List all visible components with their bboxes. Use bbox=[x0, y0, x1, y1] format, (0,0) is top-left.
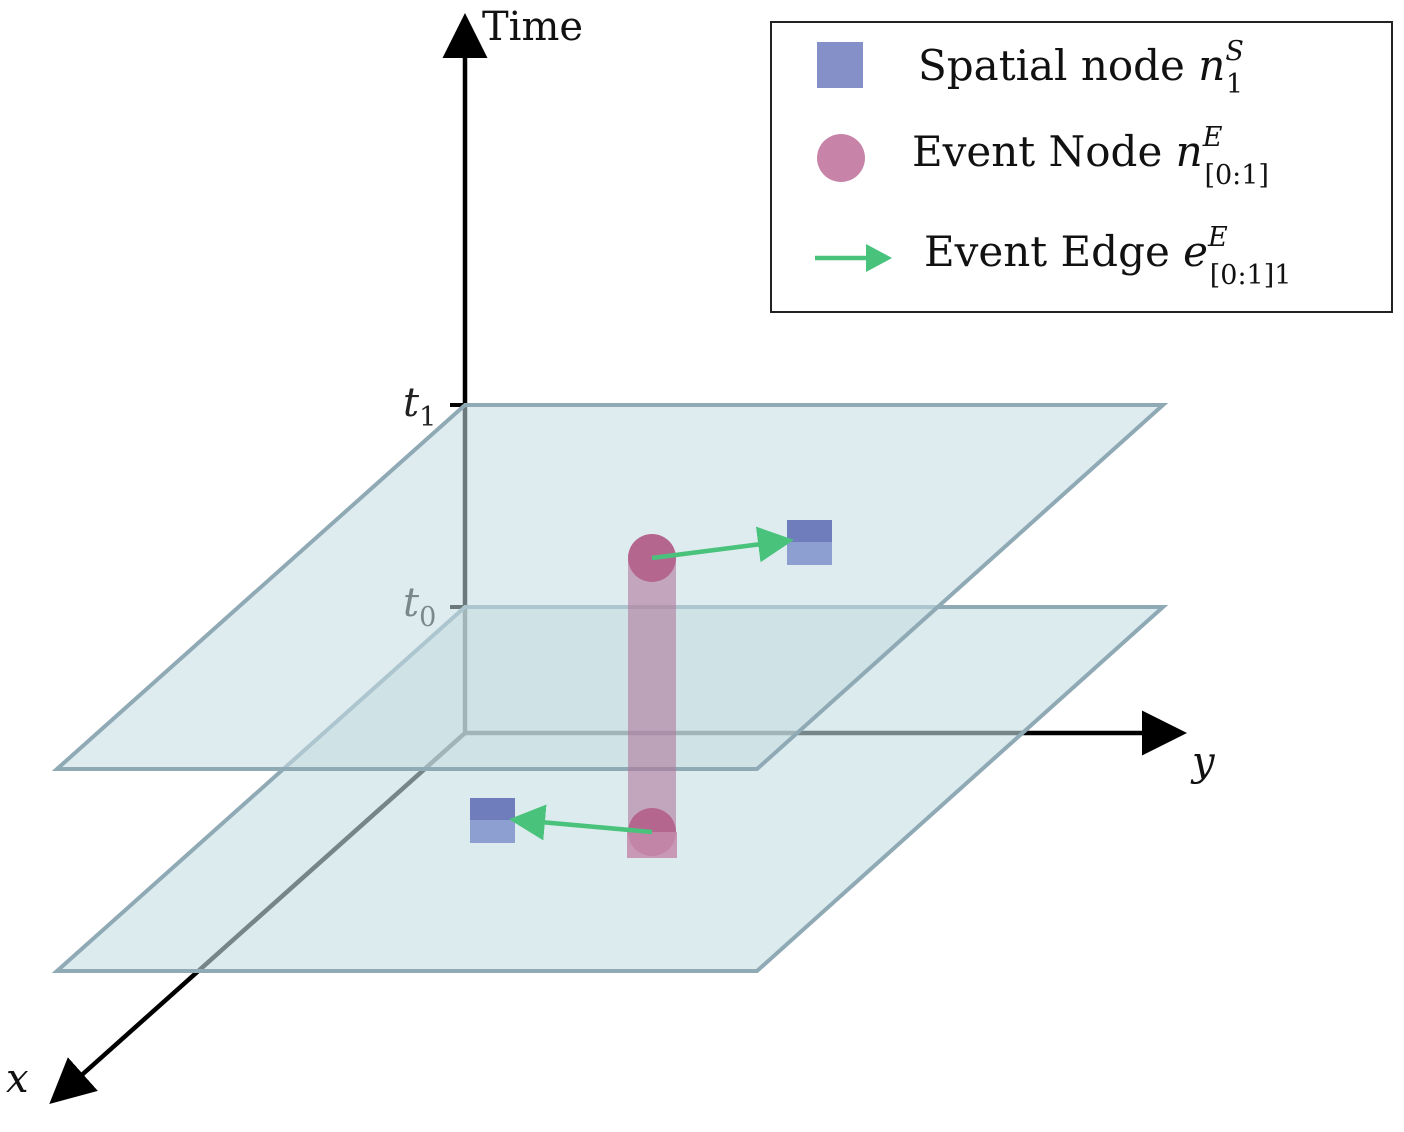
time-axis-label: Time bbox=[482, 4, 583, 50]
spatial-node-lower-top bbox=[470, 798, 515, 820]
plane-t1 bbox=[51, 403, 1169, 771]
x-axis-label: x bbox=[6, 1056, 29, 1102]
t1-tick-label: t1 bbox=[403, 380, 436, 433]
legend-spatial-node-swatch bbox=[817, 42, 863, 88]
y-axis-label: y bbox=[1190, 739, 1216, 785]
legend-event-edge-label: Event Edge eE[0:1]1 bbox=[924, 222, 1291, 291]
spatial-node-upper-top bbox=[787, 520, 832, 542]
event-node-bottom-cut bbox=[627, 832, 677, 858]
legend-event-edge-arrowhead bbox=[866, 244, 892, 272]
legend-event-node-swatch bbox=[817, 134, 865, 182]
legend-event-node-label: Event Node nE[0:1] bbox=[912, 122, 1269, 191]
event-node-tube bbox=[628, 534, 676, 856]
event-edge-upper bbox=[651, 526, 794, 563]
event-edge-lower bbox=[509, 804, 653, 841]
